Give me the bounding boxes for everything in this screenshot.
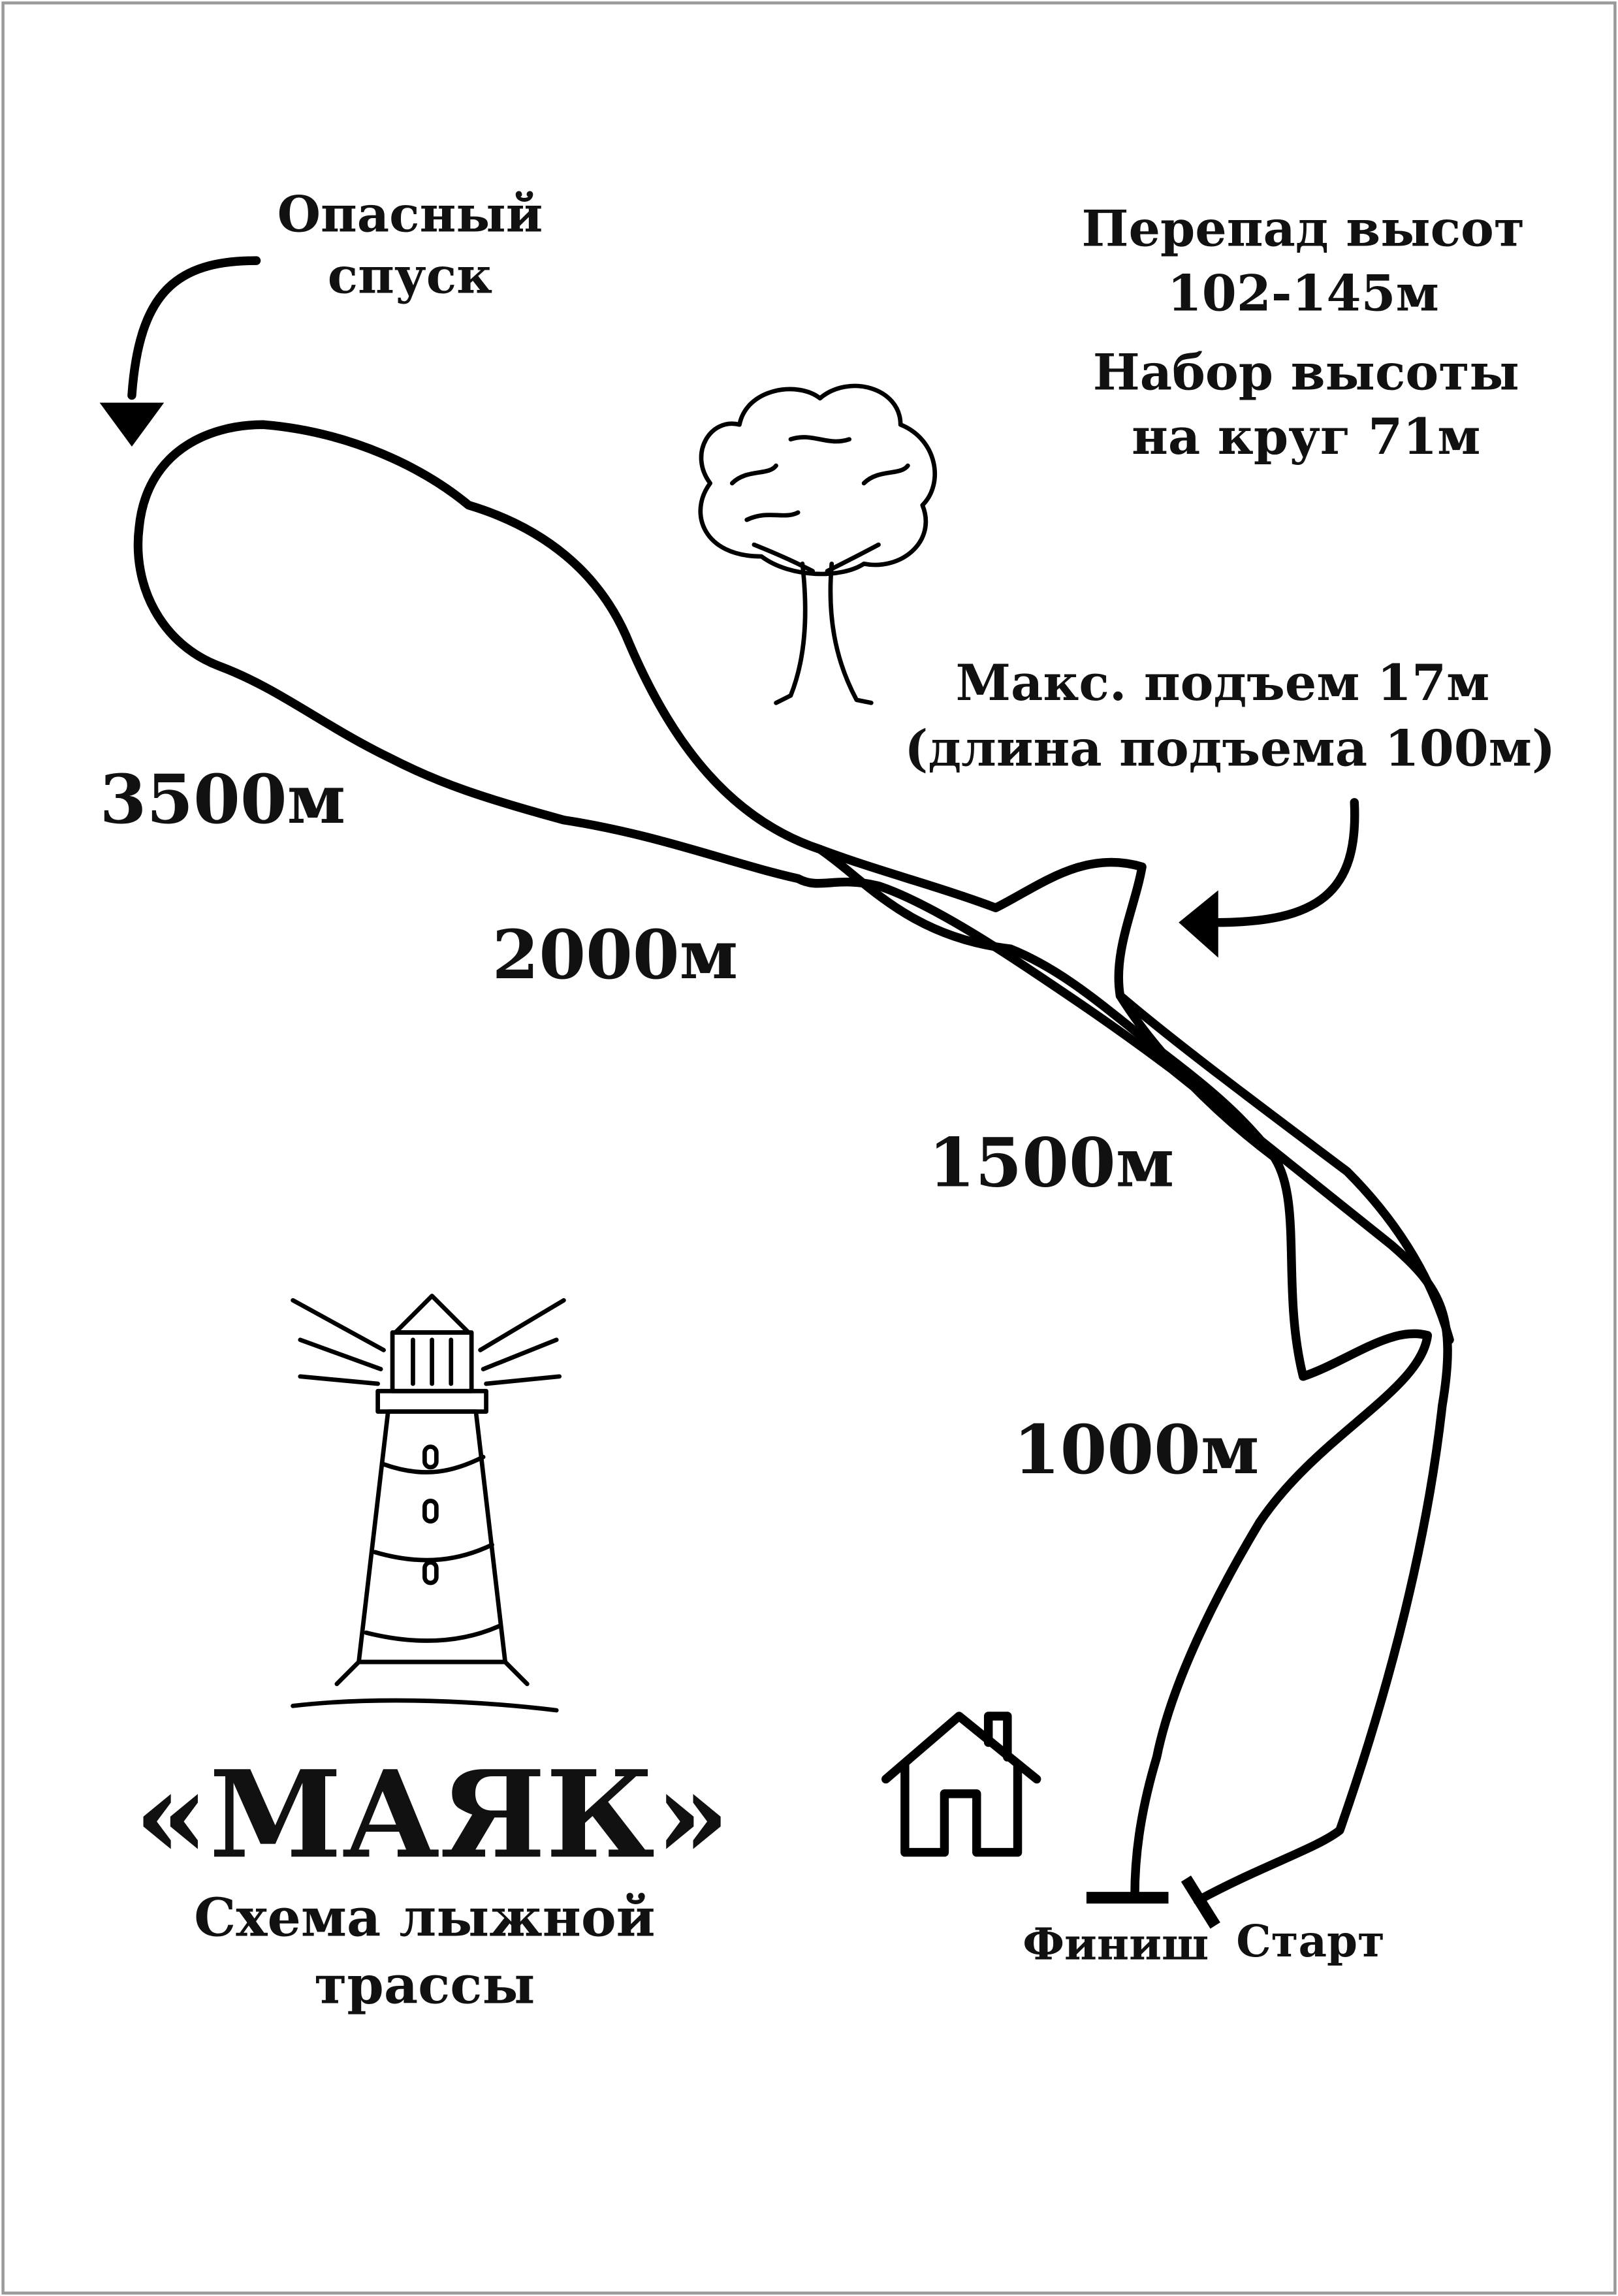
climb-info: (длина подъема 100м) xyxy=(904,719,1555,778)
distance-1000: 1000м xyxy=(1013,1411,1260,1490)
tree-icon xyxy=(698,383,938,705)
distance-2000: 2000м xyxy=(492,916,738,995)
trail-inner-branch xyxy=(816,844,1278,1162)
finish-label: Финиш xyxy=(1023,1918,1209,1969)
lighthouse-icon xyxy=(291,1294,566,1713)
trail-routes xyxy=(133,420,1454,1929)
start-line xyxy=(1181,1875,1220,1929)
start-label: Старт xyxy=(1236,1915,1385,1967)
danger-label: спуск xyxy=(328,246,492,304)
danger-label: Опасный xyxy=(278,184,543,243)
climb-info: Макс. подъем 17м xyxy=(956,653,1490,712)
elevation-info: Перепад высот xyxy=(1081,199,1525,258)
elevation-info: на круг 71м xyxy=(1132,407,1480,466)
trail-lower-branch xyxy=(1115,991,1454,1345)
elevation-info: Набор высоты xyxy=(1093,342,1519,401)
climb-arrow-icon xyxy=(1179,798,1359,958)
distance-1500: 1500м xyxy=(928,1123,1175,1202)
danger-arrow-icon xyxy=(99,256,261,447)
elevation-info: 102-145м xyxy=(1167,263,1439,322)
map-subtitle: трассы xyxy=(314,1954,535,2017)
distance-3500: 3500м xyxy=(100,760,346,839)
house-icon xyxy=(881,1712,1041,1857)
map-subtitle: Схема лыжной xyxy=(194,1887,655,1949)
map-title: «МАЯК» xyxy=(134,1744,729,1885)
